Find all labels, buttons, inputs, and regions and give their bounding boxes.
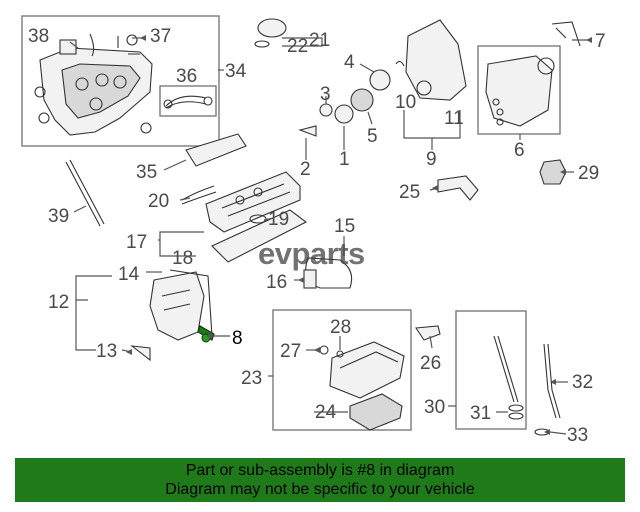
callout-28: 28 <box>330 317 351 338</box>
front-cover-drawing <box>130 269 213 362</box>
callout-5: 5 <box>367 126 378 147</box>
callout-labels: 38 37 36 34 21 22 4 3 1 5 2 10 11 9 7 6 … <box>28 26 606 446</box>
callout-7: 7 <box>595 31 606 52</box>
seal-13 <box>130 345 151 362</box>
callout-9: 9 <box>426 149 437 170</box>
callout-2: 2 <box>300 159 311 180</box>
oil-pump-drawing <box>485 55 553 127</box>
intake-gasket-35 <box>185 133 247 167</box>
oil-pan-drawing <box>319 341 405 431</box>
banner-line-1: Part or sub-assembly is #8 in diagram <box>185 462 455 479</box>
callout-25: 25 <box>399 182 420 203</box>
sprocket-1 <box>334 104 354 124</box>
callout-20: 20 <box>148 191 169 212</box>
callout-37: 37 <box>150 26 171 47</box>
callout-22: 22 <box>287 36 308 57</box>
callout-17: 17 <box>126 232 147 253</box>
pcv-hose-20 <box>181 185 217 205</box>
callout-13: 13 <box>96 341 117 362</box>
gasket-7 <box>551 21 581 47</box>
oil-pump-frame <box>477 45 561 135</box>
sprocket-5 <box>350 88 374 112</box>
oil-filler-cap <box>257 18 287 38</box>
intake-manifold-drawing <box>34 33 213 136</box>
callout-11: 11 <box>444 108 464 129</box>
callout-6: 6 <box>514 140 525 161</box>
callout-26: 26 <box>420 353 441 374</box>
callout-16: 16 <box>266 272 287 293</box>
callout-29: 29 <box>578 163 599 184</box>
oil-pan-frame <box>272 309 412 431</box>
tube-25 <box>437 175 479 201</box>
info-banner: Part or sub-assembly is #8 in diagram Di… <box>15 458 625 502</box>
bolt-2 <box>298 125 317 137</box>
banner-line-2: Diagram may not be specific to your vehi… <box>165 481 475 498</box>
callout-39: 39 <box>48 206 69 227</box>
callout-31: 31 <box>470 403 491 424</box>
tube-32 <box>543 343 561 419</box>
gasket-36-frame <box>159 85 217 117</box>
tensioner-16 <box>303 269 317 289</box>
arrow-heads <box>126 35 592 435</box>
callout-4: 4 <box>344 52 355 73</box>
gasket-10 <box>395 60 405 67</box>
valve-cover-drawing <box>205 171 308 263</box>
callout-18: 18 <box>172 248 193 269</box>
callout-15: 15 <box>334 216 355 237</box>
callout-36: 36 <box>176 66 197 87</box>
callout-10: 10 <box>395 92 416 113</box>
callout-38: 38 <box>28 26 49 47</box>
callout-34: 34 <box>225 61 247 82</box>
seal-4 <box>369 69 391 91</box>
timing-cover <box>405 19 467 101</box>
bracket-26 <box>415 325 441 341</box>
mount-29 <box>539 159 567 185</box>
callout-3: 3 <box>320 84 331 105</box>
callout-24: 24 <box>315 402 337 423</box>
tube-39 <box>65 159 105 227</box>
cap-gasket <box>254 40 270 48</box>
callout-1: 1 <box>339 149 350 170</box>
bolt-3 <box>319 103 333 117</box>
callout-30: 30 <box>424 397 445 418</box>
callout-35: 35 <box>136 162 157 183</box>
callout-14: 14 <box>118 264 140 285</box>
intake-manifold-frame <box>21 15 220 147</box>
dipstick-frame <box>455 310 527 430</box>
callout-8-highlighted: 8 <box>232 328 243 349</box>
callout-19: 19 <box>268 209 289 230</box>
watermark-logo: evparts <box>258 236 365 271</box>
dipstick <box>493 335 519 403</box>
callout-21: 21 <box>309 30 330 51</box>
callout-33: 33 <box>567 425 588 446</box>
leader-lines <box>69 37 592 435</box>
callout-27: 27 <box>280 341 301 362</box>
callout-32: 32 <box>572 372 593 393</box>
callout-12: 12 <box>48 292 69 313</box>
callout-23: 23 <box>241 368 262 389</box>
